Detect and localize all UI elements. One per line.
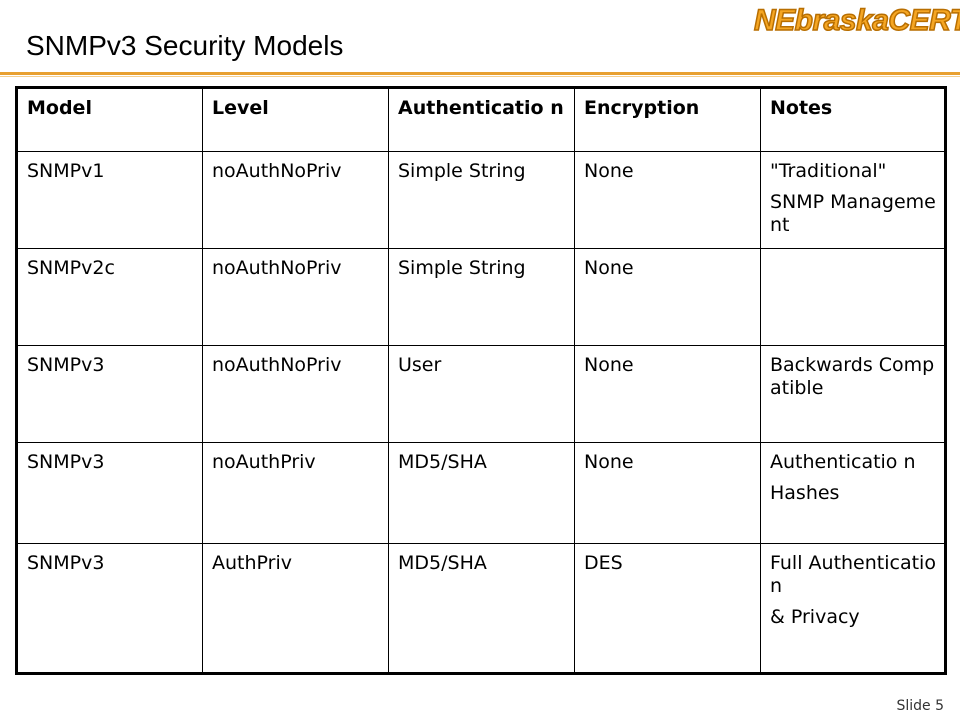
note-text: Full Authenticatio n bbox=[770, 552, 936, 597]
table-row: SNMPv1 noAuthNoPriv Simple String None "… bbox=[16, 151, 946, 249]
cell-encryption: DES bbox=[574, 543, 761, 674]
title-divider-shadow bbox=[0, 76, 960, 77]
cell-encryption: None bbox=[574, 345, 761, 443]
note-text: Hashes bbox=[770, 482, 840, 504]
cell-encryption: None bbox=[574, 151, 761, 249]
cell-level: noAuthPriv bbox=[202, 442, 389, 544]
header-encryption: Encryption bbox=[574, 87, 761, 152]
cell-authentication: User bbox=[388, 345, 575, 443]
security-models-table: Model Level Authenticatio n Encryption N… bbox=[15, 86, 947, 675]
cell-level: noAuthNoPriv bbox=[202, 248, 389, 346]
cell-notes bbox=[760, 248, 946, 346]
slide-title: SNMPv3 Security Models bbox=[26, 30, 344, 61]
cell-model: SNMPv3 bbox=[16, 345, 203, 443]
cell-authentication: Simple String bbox=[388, 151, 575, 249]
cell-encryption: None bbox=[574, 442, 761, 544]
cell-model: SNMPv3 bbox=[16, 543, 203, 674]
cell-notes: Backwards Compatible bbox=[760, 345, 946, 443]
header-authentication: Authenticatio n bbox=[388, 87, 575, 152]
table-row: SNMPv3 noAuthPriv MD5/SHA None Authentic… bbox=[16, 442, 946, 544]
cell-encryption: None bbox=[574, 248, 761, 346]
header-model: Model bbox=[16, 87, 203, 152]
cell-model: SNMPv1 bbox=[16, 151, 203, 249]
cell-authentication: MD5/SHA bbox=[388, 543, 575, 674]
cell-notes: "Traditional" SNMP Management bbox=[760, 151, 946, 249]
cell-authentication: Simple String bbox=[388, 248, 575, 346]
slide-number: Slide 5 bbox=[896, 698, 944, 714]
note-text: & Privacy bbox=[770, 606, 860, 628]
table-row: SNMPv2c noAuthNoPriv Simple String None bbox=[16, 248, 946, 346]
cell-notes: Full Authenticatio n & Privacy bbox=[760, 543, 946, 674]
note-text: Authenticatio n bbox=[770, 451, 916, 473]
title-divider bbox=[0, 72, 960, 75]
table-header-row: Model Level Authenticatio n Encryption N… bbox=[16, 87, 946, 152]
cell-authentication: MD5/SHA bbox=[388, 442, 575, 544]
header-notes: Notes bbox=[760, 87, 946, 152]
note-text: "Traditional" bbox=[770, 160, 887, 182]
header-level: Level bbox=[202, 87, 389, 152]
cell-notes: Authenticatio n Hashes bbox=[760, 442, 946, 544]
table-row: SNMPv3 AuthPriv MD5/SHA DES Full Authent… bbox=[16, 543, 946, 674]
cell-model: SNMPv2c bbox=[16, 248, 203, 346]
cell-model: SNMPv3 bbox=[16, 442, 203, 544]
cell-level: AuthPriv bbox=[202, 543, 389, 674]
cell-level: noAuthNoPriv bbox=[202, 345, 389, 443]
nebraskacert-logo: NEbraskaCERT bbox=[753, 3, 960, 38]
table-row: SNMPv3 noAuthNoPriv User None Backwards … bbox=[16, 345, 946, 443]
cell-level: noAuthNoPriv bbox=[202, 151, 389, 249]
note-text: Backwards Compatible bbox=[770, 354, 935, 399]
note-text: SNMP Management bbox=[770, 191, 936, 236]
